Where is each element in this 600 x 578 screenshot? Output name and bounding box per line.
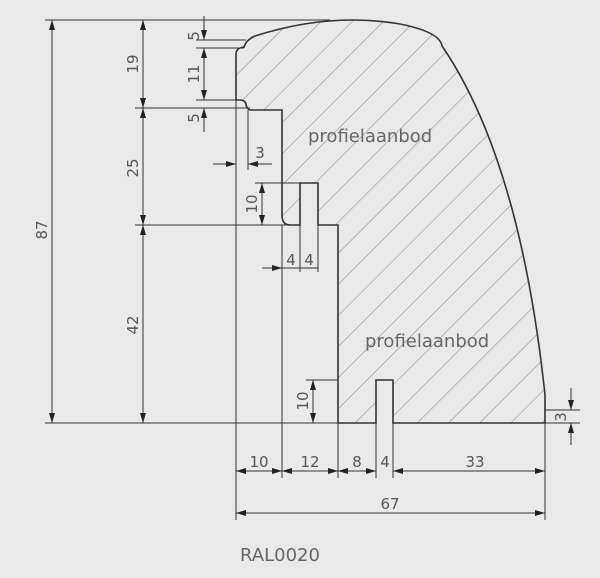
watermark-1: profielaanbod	[308, 126, 432, 147]
dim-w-e: 33	[465, 453, 484, 471]
dim-groove-height: 10	[294, 391, 312, 410]
dim-step-depth: 3	[255, 144, 265, 162]
dim-tenon-gap: 4	[286, 251, 296, 269]
dim-w-b: 12	[300, 453, 319, 471]
dim-right-edge: 3	[552, 412, 570, 422]
dim-total-height: 87	[33, 220, 51, 239]
dim-tenon-width: 4	[304, 251, 314, 269]
dim-w-d: 4	[380, 453, 390, 471]
profile-section	[235, 19, 546, 424]
dim-lip-face: 11	[185, 64, 203, 83]
caption: RAL0020	[240, 545, 320, 566]
dim-lip-bottom: 5	[185, 113, 203, 123]
watermark-2: profielaanbod	[365, 331, 489, 352]
dim-h-mid: 25	[124, 158, 142, 177]
dim-tenon-height: 10	[243, 194, 261, 213]
dim-lip-top: 5	[185, 31, 203, 41]
extension-lines	[45, 19, 580, 520]
dim-h-bottom: 42	[124, 315, 142, 334]
dim-w-c: 8	[352, 453, 362, 471]
dim-h-top: 19	[124, 54, 142, 73]
dim-total-width: 67	[380, 495, 399, 513]
dim-w-a: 10	[249, 453, 268, 471]
dimension-lines	[49, 16, 574, 516]
